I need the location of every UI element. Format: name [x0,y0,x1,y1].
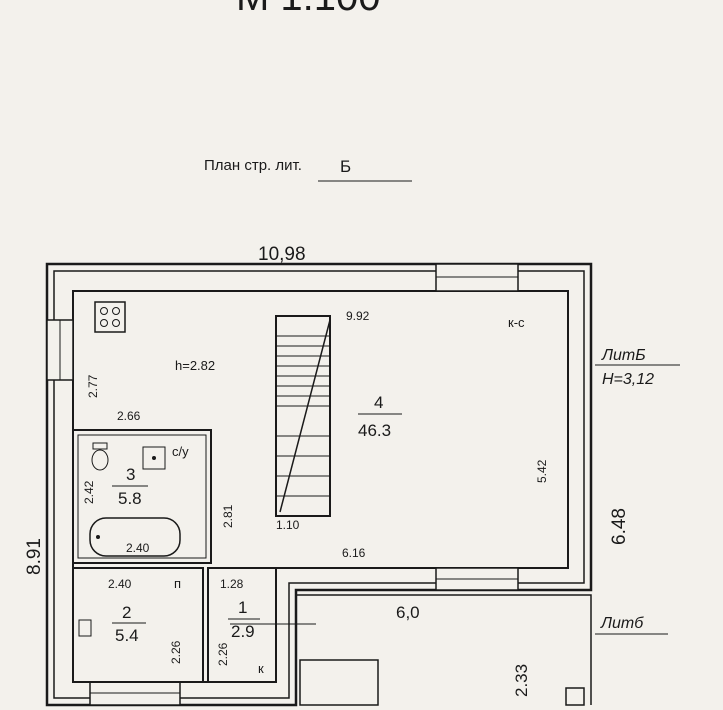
lit-b-lower-label: Литб [600,615,644,632]
plan-title: План стр. лит. [204,157,302,174]
dim-bath-width: 2.66 [117,409,141,423]
dim-room1-width: 1.28 [220,577,244,591]
washbasin-icon [78,619,92,637]
burner-icon [100,307,108,315]
dim-kitchen-left: 2.77 [86,374,100,398]
kitchen-area: 46.3 [358,421,391,440]
dim-bath-left: 2.42 [82,480,96,504]
dim-inner-top: 9.92 [346,309,370,323]
room1-area: 2.9 [231,622,255,641]
annex-corner-post [565,687,585,706]
sink-icon [142,446,166,470]
staircase-icon [275,315,331,517]
bathroom-number: 3 [126,465,135,484]
lit-b-upper-label: ЛитБ [601,347,646,364]
burner-icon [112,307,120,315]
hall-area: 5.4 [115,626,139,645]
burner-icon [100,319,108,327]
annex-step [299,659,379,706]
kitchen-height: h=2.82 [175,358,215,373]
lit-b-height-label: Н=3,12 [602,371,654,388]
dim-total-height: 8.91 [24,538,45,575]
room1-tag: к [258,661,264,676]
room1-walls [207,567,277,683]
dim-annex-width: 6,0 [396,603,420,622]
plan-letter: Б [340,157,351,176]
outer-wall-inner-line [53,270,585,699]
dim-kitchen-bottom: 6.16 [342,546,366,560]
burner-icon [112,319,120,327]
stove-icon [94,301,126,333]
dim-room1-height: 2.26 [216,642,230,666]
dim-kitchen-right: 5.42 [535,459,549,483]
kitchen-number: 4 [374,393,383,412]
dim-stair: 1.10 [276,518,300,532]
bathtub-icon [89,517,181,557]
bathroom-area: 5.8 [118,489,142,508]
dim-outer-right: 6.48 [609,508,630,545]
dim-total-width: 10,98 [258,244,306,265]
hall-walls [72,567,204,683]
dim-annex-height: 2.33 [512,664,531,697]
room1-number: 1 [238,598,247,617]
dim-hall-height: 2.26 [169,640,183,664]
toilet-icon [91,442,109,471]
hall-tag: п [174,576,181,591]
annex-outline [296,594,592,705]
drain-icon [96,535,100,539]
dim-bath-right: 2.81 [221,504,235,528]
kitchen-tag: к-с [508,315,525,330]
bathroom-walls-inner [77,434,207,559]
dim-bath-tub: 2.40 [126,541,150,555]
bathroom-walls [72,429,212,564]
dim-hall-width: 2.40 [108,577,132,591]
scale-title: М 1:100 [236,0,381,19]
outer-wall [45,262,593,707]
bathroom-tag: с/у [172,444,189,459]
hall-number: 2 [122,603,131,622]
